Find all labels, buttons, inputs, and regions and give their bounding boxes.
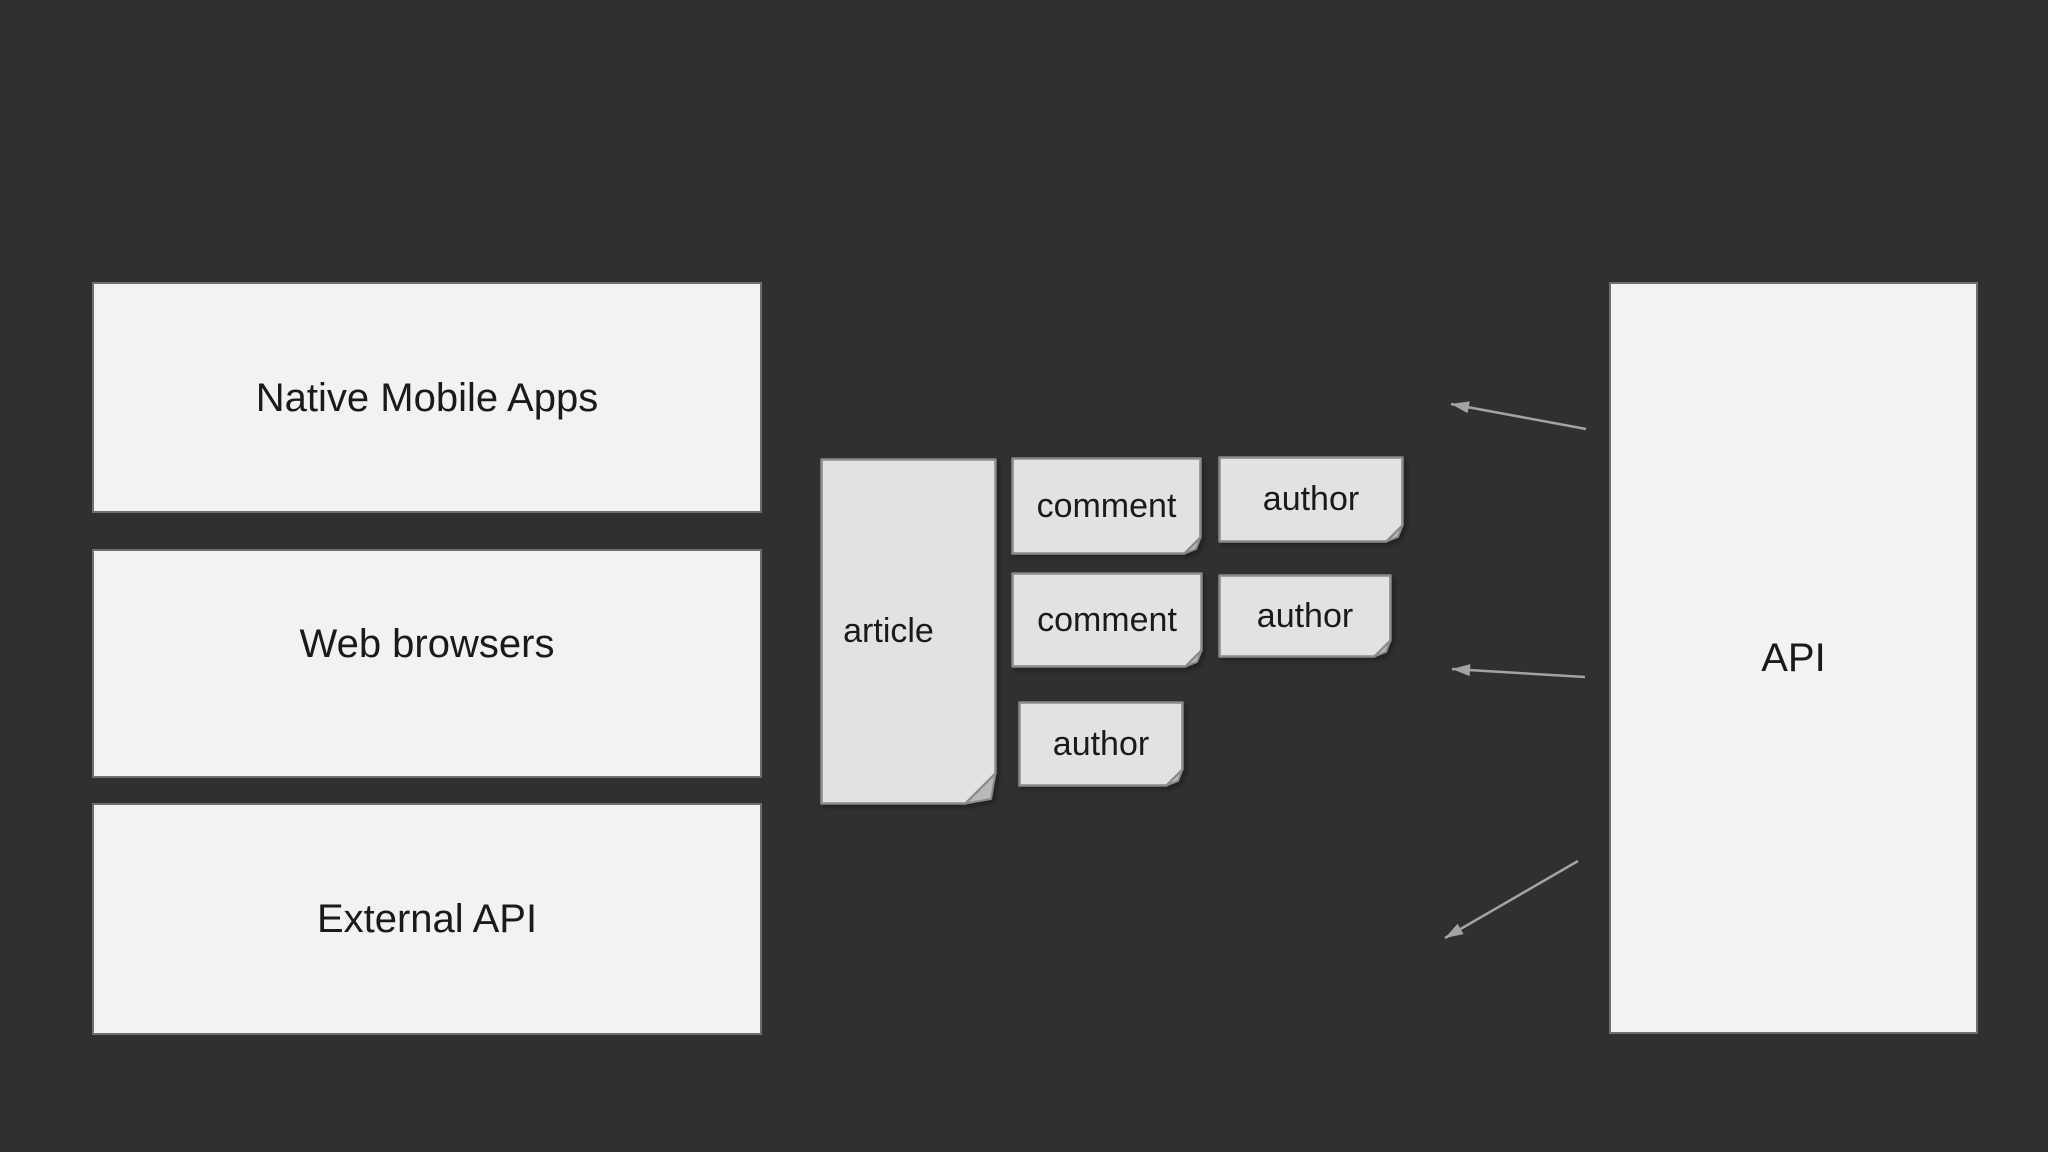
document-shape-icon — [1011, 572, 1203, 668]
client-box-web-browsers: Web browsers — [92, 549, 762, 778]
arrow-api-to-web-browsers — [1451, 664, 1586, 679]
client-box-native-mobile-apps: Native Mobile Apps — [92, 282, 762, 513]
client-box-external-api: External API — [92, 803, 762, 1035]
doc-author-3-label: author — [1052, 724, 1150, 763]
doc-article-label: article — [843, 612, 934, 650]
client-box-external-api-label: External API — [316, 897, 538, 941]
arrow-api-to-external-api — [1444, 859, 1579, 940]
doc-author-3: author — [1018, 701, 1184, 787]
doc-author-1: author — [1218, 456, 1404, 543]
doc-author-2-label: author — [1256, 596, 1354, 635]
doc-author-2: author — [1218, 574, 1392, 658]
document-shape-icon — [1218, 456, 1404, 543]
document-shape-icon — [1018, 701, 1184, 787]
doc-comment-2: comment — [1011, 572, 1203, 668]
api-box: API — [1609, 282, 1978, 1034]
doc-article: article — [820, 458, 997, 805]
document-shape-icon — [1011, 457, 1202, 555]
arrow-api-to-native-mobile-apps — [1450, 401, 1587, 431]
doc-author-1-label: author — [1262, 480, 1360, 518]
client-box-native-mobile-apps-label: Native Mobile Apps — [255, 375, 599, 420]
doc-comment-1-label: comment — [1036, 486, 1177, 525]
document-shape-icon — [820, 458, 997, 805]
api-box-label: API — [1761, 636, 1826, 680]
document-shape-icon — [1218, 574, 1392, 658]
doc-comment-2-label: comment — [1037, 600, 1177, 639]
doc-comment-1: comment — [1011, 457, 1202, 555]
client-box-web-browsers-label: Web browsers — [299, 621, 555, 666]
